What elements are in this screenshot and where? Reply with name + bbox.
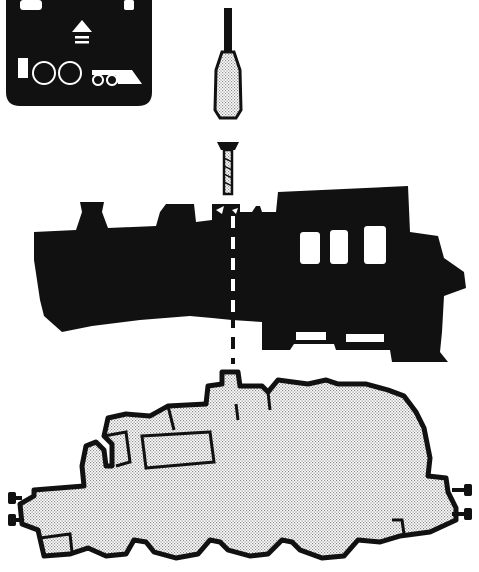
instruction-badge bbox=[6, 0, 152, 106]
screw-icon bbox=[217, 142, 239, 194]
locomotive-chassis bbox=[8, 372, 472, 558]
cab-window-1 bbox=[300, 232, 320, 264]
screwdriver-icon bbox=[215, 8, 241, 118]
cab-window-2 bbox=[330, 230, 348, 264]
cab-window-3 bbox=[364, 226, 386, 264]
locomotive-body-shell bbox=[34, 186, 466, 362]
